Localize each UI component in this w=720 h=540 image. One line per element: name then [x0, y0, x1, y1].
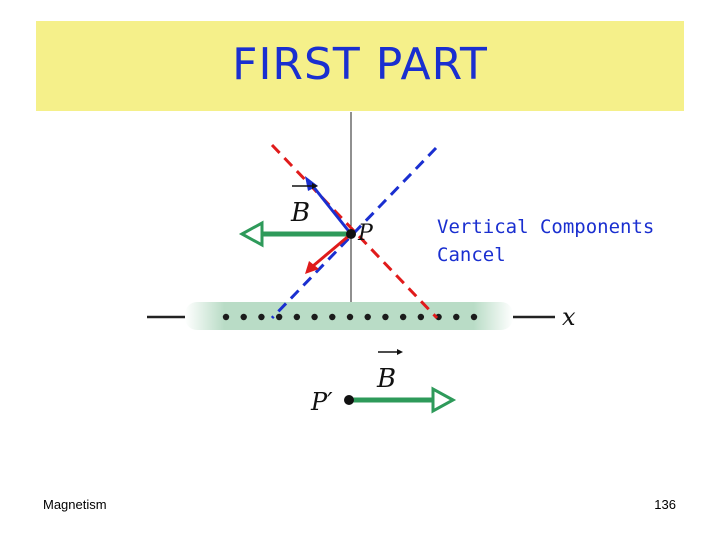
red-component-arrow	[312, 232, 352, 268]
b-vector-tip-top	[312, 183, 318, 189]
current-dot	[417, 313, 425, 321]
current-dot	[435, 313, 442, 321]
b-vector-tip-bottom	[397, 349, 403, 355]
slide-title: FIRST PART	[232, 39, 488, 90]
current-dot	[240, 313, 247, 321]
point-p-label: P	[357, 221, 374, 246]
red-component-arrowhead	[305, 261, 319, 274]
field-label-bottom: B	[376, 364, 396, 394]
current-dot	[399, 313, 407, 321]
field-arrow-top-head	[238, 220, 264, 248]
current-dot	[222, 313, 230, 321]
current-dot	[329, 313, 336, 321]
page-number: 136	[654, 497, 676, 512]
title-band: FIRST PART	[36, 21, 684, 111]
wire-dots	[222, 313, 478, 321]
current-dot	[364, 313, 371, 321]
annotation-note: Vertical Components Cancel	[437, 213, 654, 269]
current-dot	[470, 313, 478, 321]
footer-topic: Magnetism	[43, 497, 107, 512]
point-p-prime-dot	[344, 395, 354, 405]
point-p-prime-label: P′	[310, 388, 333, 416]
note-line-2: Cancel	[437, 244, 506, 266]
field-arrow-bottom-head	[431, 386, 457, 414]
current-dot	[293, 313, 301, 321]
current-dot	[275, 313, 283, 321]
red-dashed-line	[270, 143, 439, 320]
current-dot	[258, 313, 265, 321]
current-dot	[346, 313, 354, 321]
point-p-dot	[346, 229, 356, 239]
blue-component-arrow	[310, 184, 353, 235]
x-axis-label: x	[562, 303, 576, 331]
current-dot	[311, 313, 318, 321]
field-label-top: B	[290, 198, 310, 228]
current-dot	[453, 313, 460, 321]
note-line-1: Vertical Components	[437, 216, 655, 238]
current-dot	[382, 313, 389, 321]
